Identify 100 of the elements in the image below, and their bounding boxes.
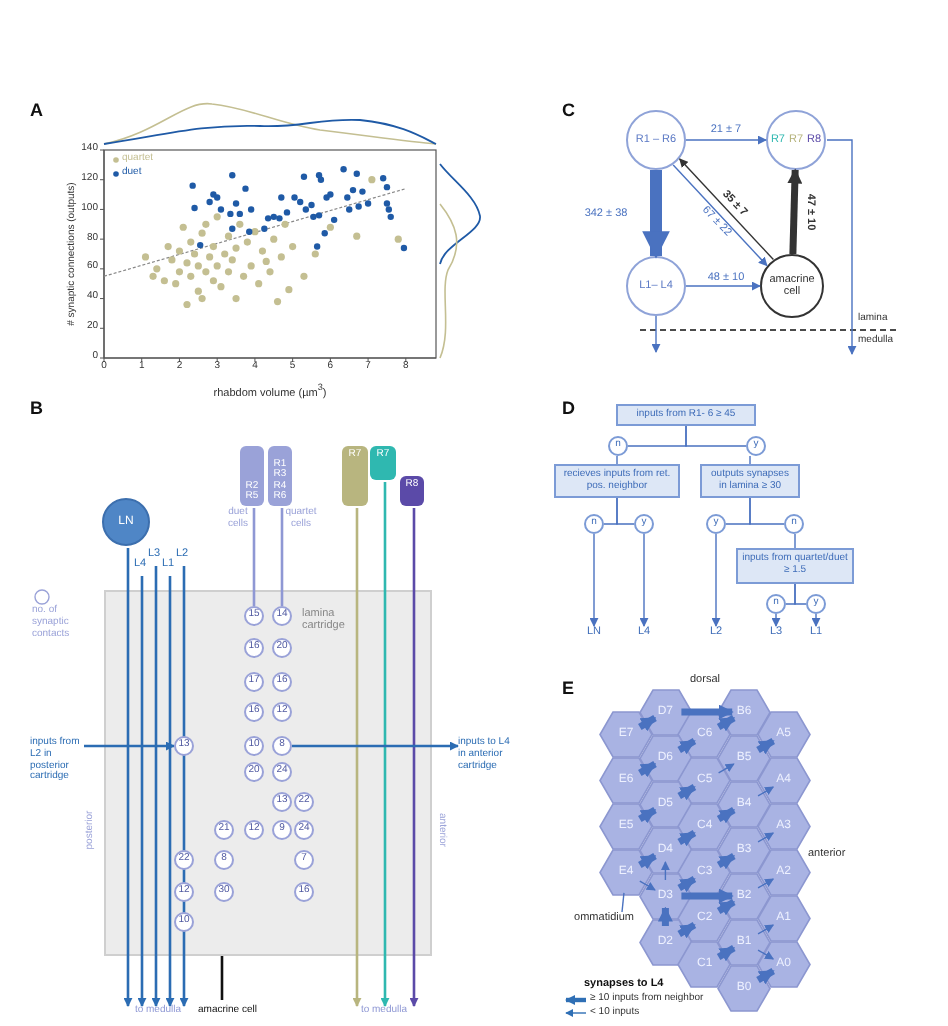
connector-line (749, 455, 751, 465)
arrow (716, 807, 736, 824)
neuron-circle (102, 498, 150, 546)
ommatidium-hexagon (757, 942, 810, 988)
photoreceptor-bar (240, 446, 264, 506)
photoreceptor-bar (342, 446, 368, 506)
cell-circle (626, 256, 686, 316)
ommatidium-hexagon (757, 758, 810, 804)
connector-line (616, 497, 635, 525)
arrow (137, 576, 147, 1007)
connector-line (749, 497, 785, 525)
panel-letter: D (562, 398, 575, 419)
ommatidium-hexagon (757, 712, 810, 758)
arrow (677, 738, 697, 755)
ommatidium-hexagon (678, 942, 731, 988)
panel-letter: E (562, 678, 575, 699)
arrow (151, 566, 161, 1007)
cell-circle (766, 110, 826, 170)
arrow (811, 613, 821, 627)
panel-letter: A (30, 100, 43, 121)
connector-line (252, 508, 256, 606)
arrow (757, 924, 774, 935)
ommatidium-hexagon (600, 804, 652, 850)
arrow (409, 508, 419, 1007)
arrow (677, 876, 697, 893)
arrow (716, 899, 736, 916)
panel-letter: C (562, 100, 575, 121)
arrow (380, 482, 390, 1007)
arrow (787, 168, 803, 255)
ommatidium-hexagon (600, 850, 652, 896)
panel-letter: B (30, 398, 43, 419)
photoreceptor-bar (268, 446, 292, 506)
decision-box (736, 548, 854, 584)
photoreceptor-bar (370, 446, 396, 480)
arrow (685, 135, 767, 145)
arrow (757, 949, 774, 960)
arrow (589, 533, 599, 627)
arrow (179, 566, 189, 1007)
ommatidium-hexagon (757, 804, 810, 850)
connector-line (794, 533, 796, 549)
arrow (716, 945, 736, 962)
arrow (711, 533, 721, 627)
answer-circle (806, 594, 826, 614)
arrow (756, 968, 775, 985)
arrow (771, 613, 781, 627)
arrow (681, 704, 734, 720)
cell-circle (760, 254, 824, 318)
cell-circle (626, 110, 686, 170)
arrow (716, 853, 736, 870)
arrow (681, 888, 734, 904)
synapse-count-circle (272, 736, 292, 756)
connector-line (280, 508, 284, 606)
arrow (677, 922, 697, 939)
arrow (165, 576, 175, 1007)
arrow (638, 715, 657, 732)
arrow (826, 139, 857, 355)
answer-circle (766, 594, 786, 614)
arrow (639, 880, 656, 891)
arrow (84, 741, 175, 751)
ommatidium-hexagon (600, 758, 652, 804)
answer-circle (608, 436, 628, 456)
arrow (639, 533, 649, 627)
arrow (685, 281, 761, 291)
ommatidium-hexagon (718, 965, 771, 1011)
decision-box (700, 464, 800, 498)
arrow (716, 715, 736, 732)
ommatidium-hexagon (600, 712, 652, 758)
arrow (651, 315, 661, 353)
arrow (757, 786, 774, 797)
connector-line (616, 455, 618, 465)
arrow (352, 508, 362, 1007)
connector-line (794, 583, 807, 605)
arrow (757, 878, 774, 889)
synapse-count-circle (214, 850, 234, 870)
connector-line (685, 425, 747, 447)
photoreceptor-bar (400, 476, 424, 506)
answer-circle (784, 514, 804, 534)
leader-line (621, 892, 625, 913)
decision-box (554, 464, 680, 498)
decision-box (616, 404, 756, 426)
arrow (642, 170, 670, 259)
ommatidium-hexagon (757, 850, 810, 896)
answer-circle (584, 514, 604, 534)
ommatidium-hexagon (757, 896, 810, 942)
arrow (657, 906, 673, 926)
answer-circle (634, 514, 654, 534)
answer-circle (706, 514, 726, 534)
arrow (638, 853, 657, 870)
arrow (677, 830, 697, 847)
arrow (756, 738, 775, 755)
arrow (638, 761, 657, 778)
arrow (677, 784, 697, 801)
answer-circle (746, 436, 766, 456)
arrow (123, 548, 133, 1007)
synapse-count-circle (294, 850, 314, 870)
arrow (757, 832, 774, 843)
arrow (660, 861, 670, 881)
arrow (638, 807, 657, 824)
synapse-count-circle (272, 820, 292, 840)
arrow (717, 763, 735, 774)
